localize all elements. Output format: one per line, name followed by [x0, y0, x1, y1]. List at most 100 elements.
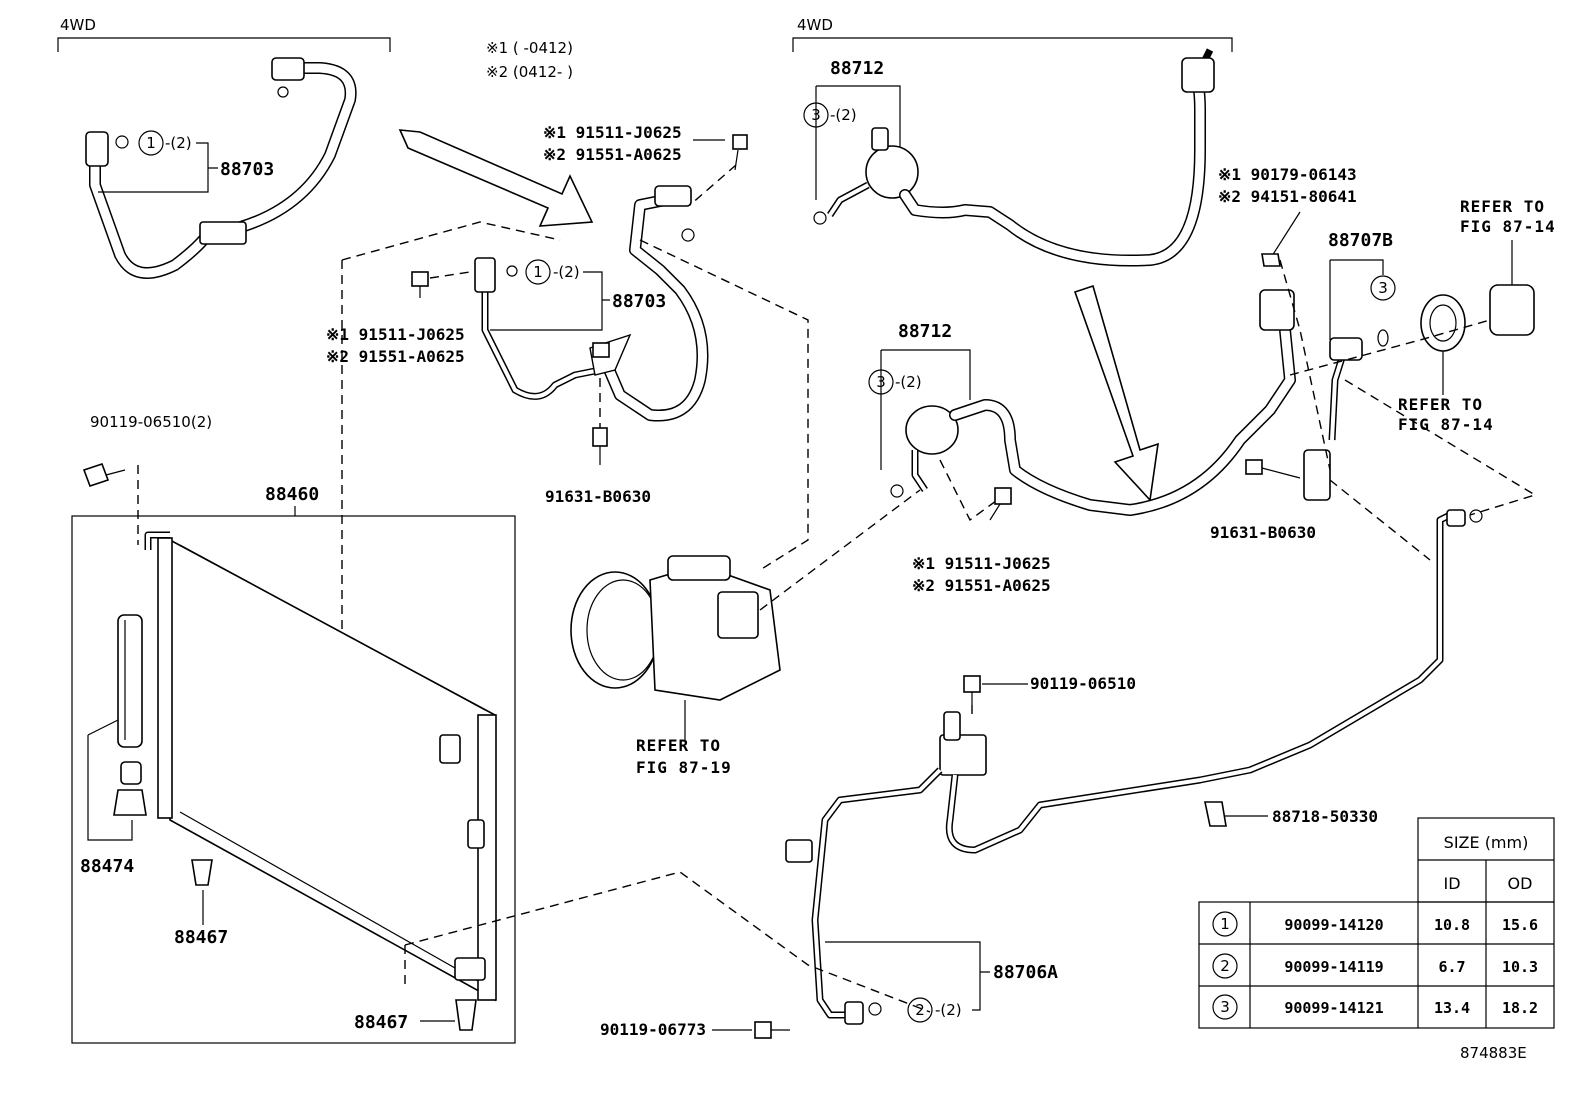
circle-1-center-num: 1: [533, 263, 543, 281]
label-n1-right: ※1 90179-06143: [1218, 165, 1357, 184]
bolt-91631-right: [1245, 459, 1263, 475]
qty-1-center: -(2): [553, 263, 580, 281]
bolt-center-left: [411, 271, 429, 287]
hose-88712-top: [899, 69, 1206, 267]
circle-1-top: [138, 130, 164, 156]
bracket-88707b: [1303, 449, 1331, 501]
bracket-88706a: [939, 734, 987, 776]
label-88706a: 88706A: [993, 962, 1058, 983]
fitting-top-88703-left: [271, 57, 305, 81]
table-row-3-num: 3: [1220, 998, 1230, 1016]
bolt-90119-06510: [963, 675, 981, 693]
group-88707b: 88707B 3 91631-B0630 REFER TO FIG 87-14 …: [1210, 197, 1556, 561]
bracket-4wd-left: [57, 37, 391, 52]
fitting-88703-center-top: [654, 185, 692, 207]
leader-88703-center: [490, 271, 610, 331]
table-row-3-id: 13.4: [1434, 999, 1470, 1017]
circle-3-top-num: 3: [811, 106, 821, 124]
ref-8714-mid-2: FIG 87-14: [1398, 415, 1494, 434]
note-1: ※1 ( -0412): [486, 39, 573, 57]
label-88712-center: 88712: [898, 321, 952, 342]
circle-3-center-num: 3: [876, 373, 886, 391]
dash-bottom-zone: [404, 871, 931, 1013]
table-row-2-id: 6.7: [1438, 958, 1465, 976]
label-88703-center: 88703: [612, 291, 666, 312]
arrow-top: [398, 129, 594, 227]
table-row-3-od: 18.2: [1502, 999, 1538, 1017]
label-91631-center: 91631-B0630: [545, 487, 651, 506]
circle-3-right-num: 3: [1378, 279, 1388, 297]
fitting-88712-top: [1181, 57, 1215, 93]
cushion-88467-a: [191, 859, 213, 886]
label-88474: 88474: [80, 856, 134, 877]
table-row-2-od: 10.3: [1502, 958, 1538, 976]
circle-3-top: [803, 102, 829, 128]
label-4wd-right: 4WD: [797, 16, 833, 34]
figure-number: 874883E: [1460, 1044, 1527, 1062]
label-88467-a: 88467: [174, 927, 228, 948]
table-row-1-id: 10.8: [1434, 916, 1470, 934]
group-88460: 90119-06510(2) 88460 88474 88467: [71, 413, 516, 1044]
bracket-88703-left: [199, 221, 247, 245]
compressor-clutch: [570, 571, 660, 689]
qty-1-top: -(2): [165, 134, 192, 152]
label-bolt-1-top: ※1 91511-J0625: [543, 123, 682, 142]
bolt-90119-06773: [754, 1021, 772, 1039]
bolt-top: [732, 134, 748, 150]
label-bolt-1-low: ※1 91511-J0625: [912, 554, 1051, 573]
table-row-1-part: 90099-14120: [1284, 916, 1383, 934]
ref-8714-top-2: FIG 87-14: [1460, 217, 1556, 236]
label-88707b: 88707B: [1328, 230, 1393, 251]
table-row-2-part: 90099-14119: [1284, 958, 1383, 976]
group-88706a: 90119-06510 2 -(2) 88706A 90119-06773 88…: [600, 509, 1483, 1039]
group-88703-center: ※1 91511-J0625 ※2 91551-A0625 1 -(2) 887…: [326, 123, 748, 506]
box-88460: [71, 515, 516, 1044]
label-91631-right: 91631-B0630: [1210, 523, 1316, 542]
bolt-center-low: [994, 487, 1012, 505]
label-88703-left: 88703: [220, 159, 274, 180]
table-header: SIZE (mm): [1444, 833, 1529, 852]
label-88718: 88718-50330: [1272, 807, 1378, 826]
ref-8719-1: REFER TO: [636, 736, 721, 755]
bolt-90119-left: [82, 462, 110, 488]
label-90119-06510-2: 90119-06510(2): [90, 413, 212, 431]
leader-88706a: [825, 941, 990, 1011]
fitting-88707b: [1329, 337, 1363, 361]
clamp-88718: [1204, 801, 1227, 827]
ref-8714-top-1: REFER TO: [1460, 197, 1545, 216]
label-bolt-2-mid: ※2 91551-A0625: [326, 347, 465, 366]
label-88712-top: 88712: [830, 58, 884, 79]
muffler-88712-center: [905, 405, 959, 455]
compressor-body: [649, 564, 781, 701]
qty-3-center: -(2): [895, 373, 922, 391]
circle-3-right: [1370, 275, 1396, 301]
group-88712-center: 88712 3 -(2) ※1 91511-J0625 ※2 91551-A06…: [868, 289, 1296, 595]
circle-2-num: 2: [915, 1001, 925, 1019]
nut-right: [1261, 253, 1281, 267]
seal-ring: [1420, 294, 1466, 352]
size-table: SIZE (mm) ID OD 1 90099-14120 10.8 15.6 …: [1198, 817, 1555, 1029]
pipe-88703-center: [481, 275, 601, 400]
oring-88703-left: [115, 135, 129, 149]
oring-top-left: [277, 86, 289, 98]
label-4wd-left: 4WD: [60, 16, 96, 34]
arrow-right: [1073, 284, 1159, 502]
muffler-88712-top: [865, 145, 919, 199]
label-n2-right: ※2 94151-80641: [1218, 187, 1357, 206]
compressor: REFER TO FIG 87-19: [570, 555, 781, 777]
qty-3-top: -(2): [830, 106, 857, 124]
bracket-4wd-right: [792, 37, 1233, 52]
fitting-88703-center: [474, 257, 496, 293]
ref-8719-2: FIG 87-19: [636, 758, 732, 777]
group-4wd-right: 4WD 88712 3 -(2): [792, 16, 1233, 267]
condenser-tank-left: [157, 537, 173, 819]
label-bolt-1-mid: ※1 91511-J0625: [326, 325, 465, 344]
valve-block: [1489, 284, 1535, 336]
note-2: ※2 (0412- ): [486, 63, 573, 81]
bolt-91631-center: [592, 427, 608, 447]
circle-1-center: [525, 259, 551, 285]
circle-2: [907, 997, 933, 1023]
table-row-2-num: 2: [1220, 957, 1230, 975]
label-90119-06773: 90119-06773: [600, 1020, 706, 1039]
